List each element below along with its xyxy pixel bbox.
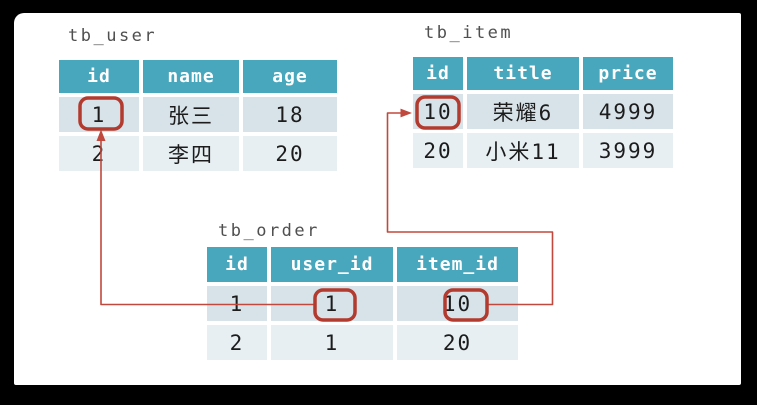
table-title-tb-order: tb_order: [218, 221, 320, 241]
table-cell: 20: [243, 136, 337, 171]
table-cell: 荣耀6: [467, 94, 579, 129]
table-tb-user: id name age 1 张三 18 2 李四 20: [59, 60, 337, 171]
column-header: item_id: [397, 247, 518, 282]
table-cell: 10: [397, 286, 518, 321]
table-tb-item: id title price 10 荣耀6 4999 20 小米11 3999: [413, 57, 673, 168]
table-cell: 4999: [583, 94, 673, 129]
table-cell: 1: [271, 286, 393, 321]
table-cell: 10: [413, 94, 463, 129]
table-cell: 3999: [583, 133, 673, 168]
table-cell: 1: [271, 325, 393, 360]
table-tb-order: id user_id item_id 1 1 10 2 1 20: [207, 247, 518, 360]
column-header: price: [583, 57, 673, 90]
table-cell: 2: [59, 136, 139, 171]
table-cell: 2: [207, 325, 267, 360]
table-cell: 1: [207, 286, 267, 321]
column-header: id: [413, 57, 463, 90]
column-header: title: [467, 57, 579, 90]
table-cell: 李四: [143, 136, 239, 171]
column-header: id: [59, 60, 139, 93]
table-title-tb-item: tb_item: [424, 23, 514, 43]
column-header: age: [243, 60, 337, 93]
table-cell: 18: [243, 97, 337, 132]
table-cell: 20: [413, 133, 463, 168]
table-title-tb-user: tb_user: [68, 26, 158, 46]
column-header: user_id: [271, 247, 393, 282]
table-cell: 小米11: [467, 133, 579, 168]
table-cell: 1: [59, 97, 139, 132]
table-cell: 20: [397, 325, 518, 360]
column-header: name: [143, 60, 239, 93]
table-cell: 张三: [143, 97, 239, 132]
column-header: id: [207, 247, 267, 282]
